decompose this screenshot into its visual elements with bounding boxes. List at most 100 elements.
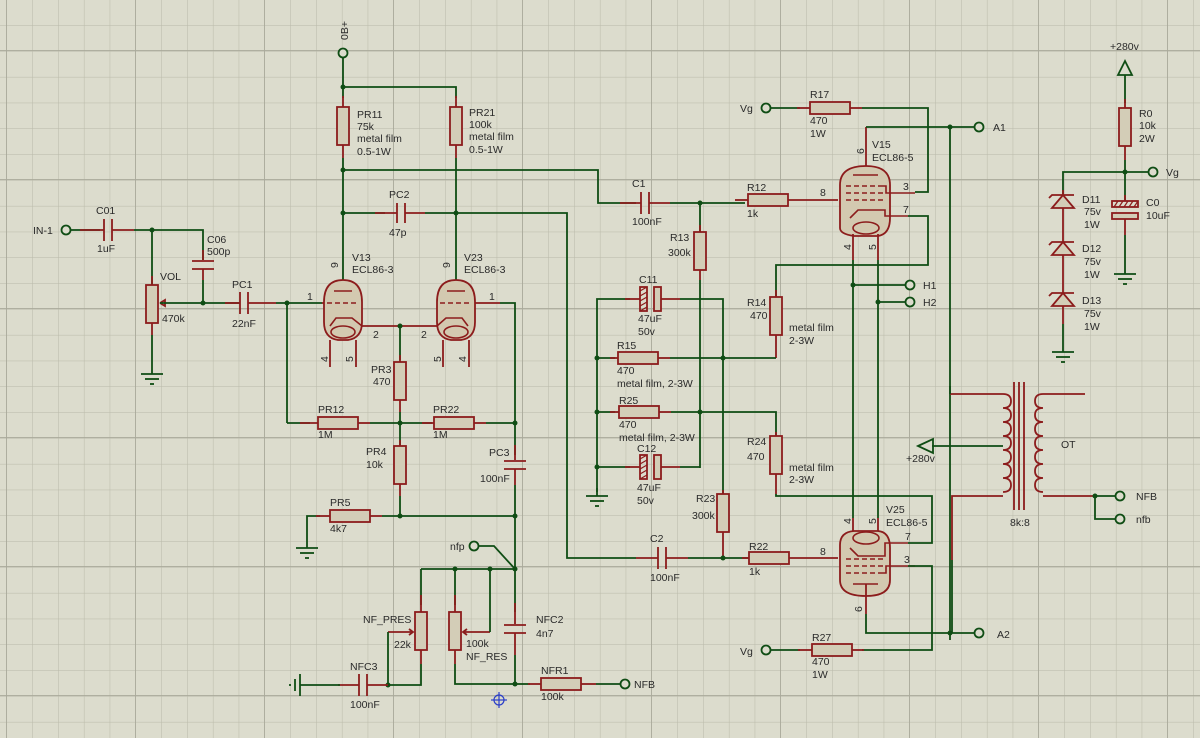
- pc2-ref: PC2: [389, 189, 410, 201]
- v13-type: ECL86-3: [352, 264, 394, 276]
- resistor-pr21[interactable]: PR21 100k metal film 0.5-1W: [449, 96, 514, 158]
- r14-ref: R14: [747, 297, 766, 309]
- r27-power: 1W: [812, 669, 828, 681]
- terminal-vg-psu[interactable]: [1147, 166, 1159, 178]
- capacitor-c1[interactable]: C1 100nF: [620, 178, 670, 228]
- c2-value: 100nF: [650, 572, 680, 584]
- resistor-pr11[interactable]: PR11 75k metal film 0.5-1W: [336, 96, 402, 158]
- capacitor-pc2[interactable]: PC2 47p: [375, 189, 425, 239]
- resistor-r12[interactable]: R12 1k: [735, 182, 808, 220]
- pr3-ref: PR3: [371, 364, 392, 376]
- capacitor-pc1[interactable]: PC1 22nF: [225, 279, 276, 330]
- v15-pin-h2: 5: [867, 244, 879, 250]
- tube-v23[interactable]: 9 V23 ECL86-3 1 2 5 4: [400, 252, 506, 367]
- d12-voltage: 75v: [1084, 256, 1102, 268]
- terminal-a2[interactable]: [973, 627, 985, 639]
- v25-pin-k: 7: [905, 531, 911, 543]
- capacitor-c06[interactable]: C06 500p: [192, 234, 231, 280]
- resistor-r15[interactable]: R15 470 metal film, 2-3W: [610, 340, 693, 390]
- resistor-r24[interactable]: R24 470 metal film 2-3W: [747, 432, 834, 494]
- resistor-nfr1[interactable]: NFR1 100k: [528, 665, 596, 703]
- tube-v15[interactable]: 6 V15 ECL86-5 3 7 4 5: [839, 127, 915, 260]
- terminal-h1[interactable]: [904, 279, 916, 291]
- terminal-nfp[interactable]: [468, 540, 480, 552]
- capacitor-c01[interactable]: C01 1uF: [80, 205, 134, 255]
- v13-pin-a: 9: [329, 262, 341, 268]
- terminal-0b[interactable]: [337, 47, 349, 59]
- output-transformer[interactable]: OT 8k:8: [950, 382, 1095, 560]
- terminal-nfb-ot[interactable]: [1114, 490, 1126, 502]
- r0-value: 10k: [1139, 120, 1157, 132]
- v15-pin-h1: 4: [842, 244, 854, 250]
- resistor-pr3[interactable]: PR3 470: [371, 355, 407, 412]
- c12-voltage: 50v: [637, 495, 655, 507]
- ground-nfc3: [289, 674, 301, 696]
- resistor-r27[interactable]: R27 470 1W: [798, 632, 864, 681]
- resistor-r14[interactable]: R14 470 metal film 2-3W: [747, 290, 834, 358]
- r14-value: 470: [750, 310, 768, 322]
- potentiometer-nf-pres[interactable]: NF_PRES 22k: [363, 595, 428, 664]
- terminal-in1[interactable]: [60, 224, 72, 236]
- capacitor-pc3[interactable]: PC3 100nF: [480, 445, 526, 485]
- resistor-pr22[interactable]: PR22 1M: [422, 404, 486, 441]
- zener-d11[interactable]: D11 75v 1W: [1048, 190, 1102, 242]
- resistor-pr12[interactable]: PR12 1M: [300, 404, 370, 441]
- vol-value: 470k: [162, 313, 186, 325]
- resistor-r22[interactable]: R22 1k: [742, 541, 808, 578]
- v15-pin-g2: 3: [903, 181, 909, 193]
- pc2-value: 47p: [389, 227, 407, 239]
- v13-pin-k: 2: [373, 329, 379, 341]
- v23-pin-h2: 4: [457, 356, 469, 362]
- p280-top-label: +280v: [1110, 41, 1140, 53]
- r27-ref: R27: [812, 632, 831, 644]
- input-section: IN-1 C01 1uF C06 500p VOL 470k: [33, 205, 322, 385]
- pc1-ref: PC1: [232, 279, 253, 291]
- terminal-h1-label: H1: [923, 280, 937, 292]
- ot-ratio: 8k:8: [1010, 517, 1030, 529]
- terminal-a2-label: A2: [997, 629, 1010, 641]
- p280-ot-label: +280v: [906, 453, 936, 465]
- pr11-ref: PR11: [357, 109, 383, 121]
- capacitor-nfc3[interactable]: NFC3 100nF: [338, 661, 388, 711]
- resistor-r23[interactable]: R23 300k: [692, 490, 730, 558]
- pr12-value: 1M: [318, 429, 333, 441]
- terminal-vg-top[interactable]: [760, 102, 772, 114]
- pr21-value: 100k: [469, 119, 493, 131]
- pr11-note1: metal film: [357, 133, 402, 145]
- d12-ref: D12: [1082, 243, 1101, 255]
- capacitor-c11[interactable]: C11 47uF 50v: [625, 274, 680, 338]
- capacitor-nfc2[interactable]: NFC2 4n7: [504, 603, 564, 655]
- r14-note2: 2-3W: [789, 335, 814, 347]
- capacitor-c2[interactable]: C2 100nF: [636, 533, 688, 584]
- terminal-a1[interactable]: [973, 121, 985, 133]
- resistor-pr4[interactable]: PR4 10k: [366, 440, 407, 496]
- resistor-pr5[interactable]: PR5 4k7: [316, 497, 382, 535]
- supply-arrow-ot: +280v: [906, 437, 936, 465]
- terminal-nfb-main[interactable]: [619, 678, 631, 690]
- terminal-vg-psu-label: Vg: [1166, 167, 1179, 179]
- terminal-h2[interactable]: [904, 296, 916, 308]
- c11-voltage: 50v: [638, 326, 656, 338]
- resistor-r17[interactable]: R17 470 1W: [797, 89, 862, 140]
- tube-v25[interactable]: 4 5 V25 ECL86-5 7 3 6: [839, 504, 928, 614]
- capacitor-c0[interactable]: C0 10uF: [1111, 195, 1170, 235]
- tube-v13[interactable]: 9 V13 ECL86-3 1 2 4 5: [307, 252, 400, 367]
- nfr1-value: 100k: [541, 691, 565, 703]
- resistor-r25[interactable]: R25 470 metal film, 2-3W: [610, 395, 695, 444]
- resistor-r0[interactable]: R0 10k 2W: [1118, 99, 1157, 160]
- resistor-r13[interactable]: R13 300k: [668, 225, 707, 280]
- c11-ref: C11: [639, 274, 658, 286]
- potentiometer-vol[interactable]: VOL 470k: [145, 271, 186, 335]
- r23-ref: R23: [696, 493, 715, 505]
- potentiometer-nf-res[interactable]: 100k NF_RES: [448, 595, 507, 664]
- terminal-nfb-ot-lower[interactable]: [1114, 513, 1126, 525]
- r0-power: 2W: [1139, 133, 1155, 145]
- r24-note2: 2-3W: [789, 474, 814, 486]
- zener-d13[interactable]: D13 75v 1W: [1048, 291, 1102, 333]
- terminal-vg-top-label: Vg: [740, 103, 753, 115]
- capacitor-c12[interactable]: C12 47uF 50v: [625, 443, 680, 507]
- v23-pin-g: 1: [489, 291, 495, 303]
- zener-d12[interactable]: D12 75v 1W: [1048, 240, 1102, 293]
- terminal-vg-bottom[interactable]: [760, 644, 772, 656]
